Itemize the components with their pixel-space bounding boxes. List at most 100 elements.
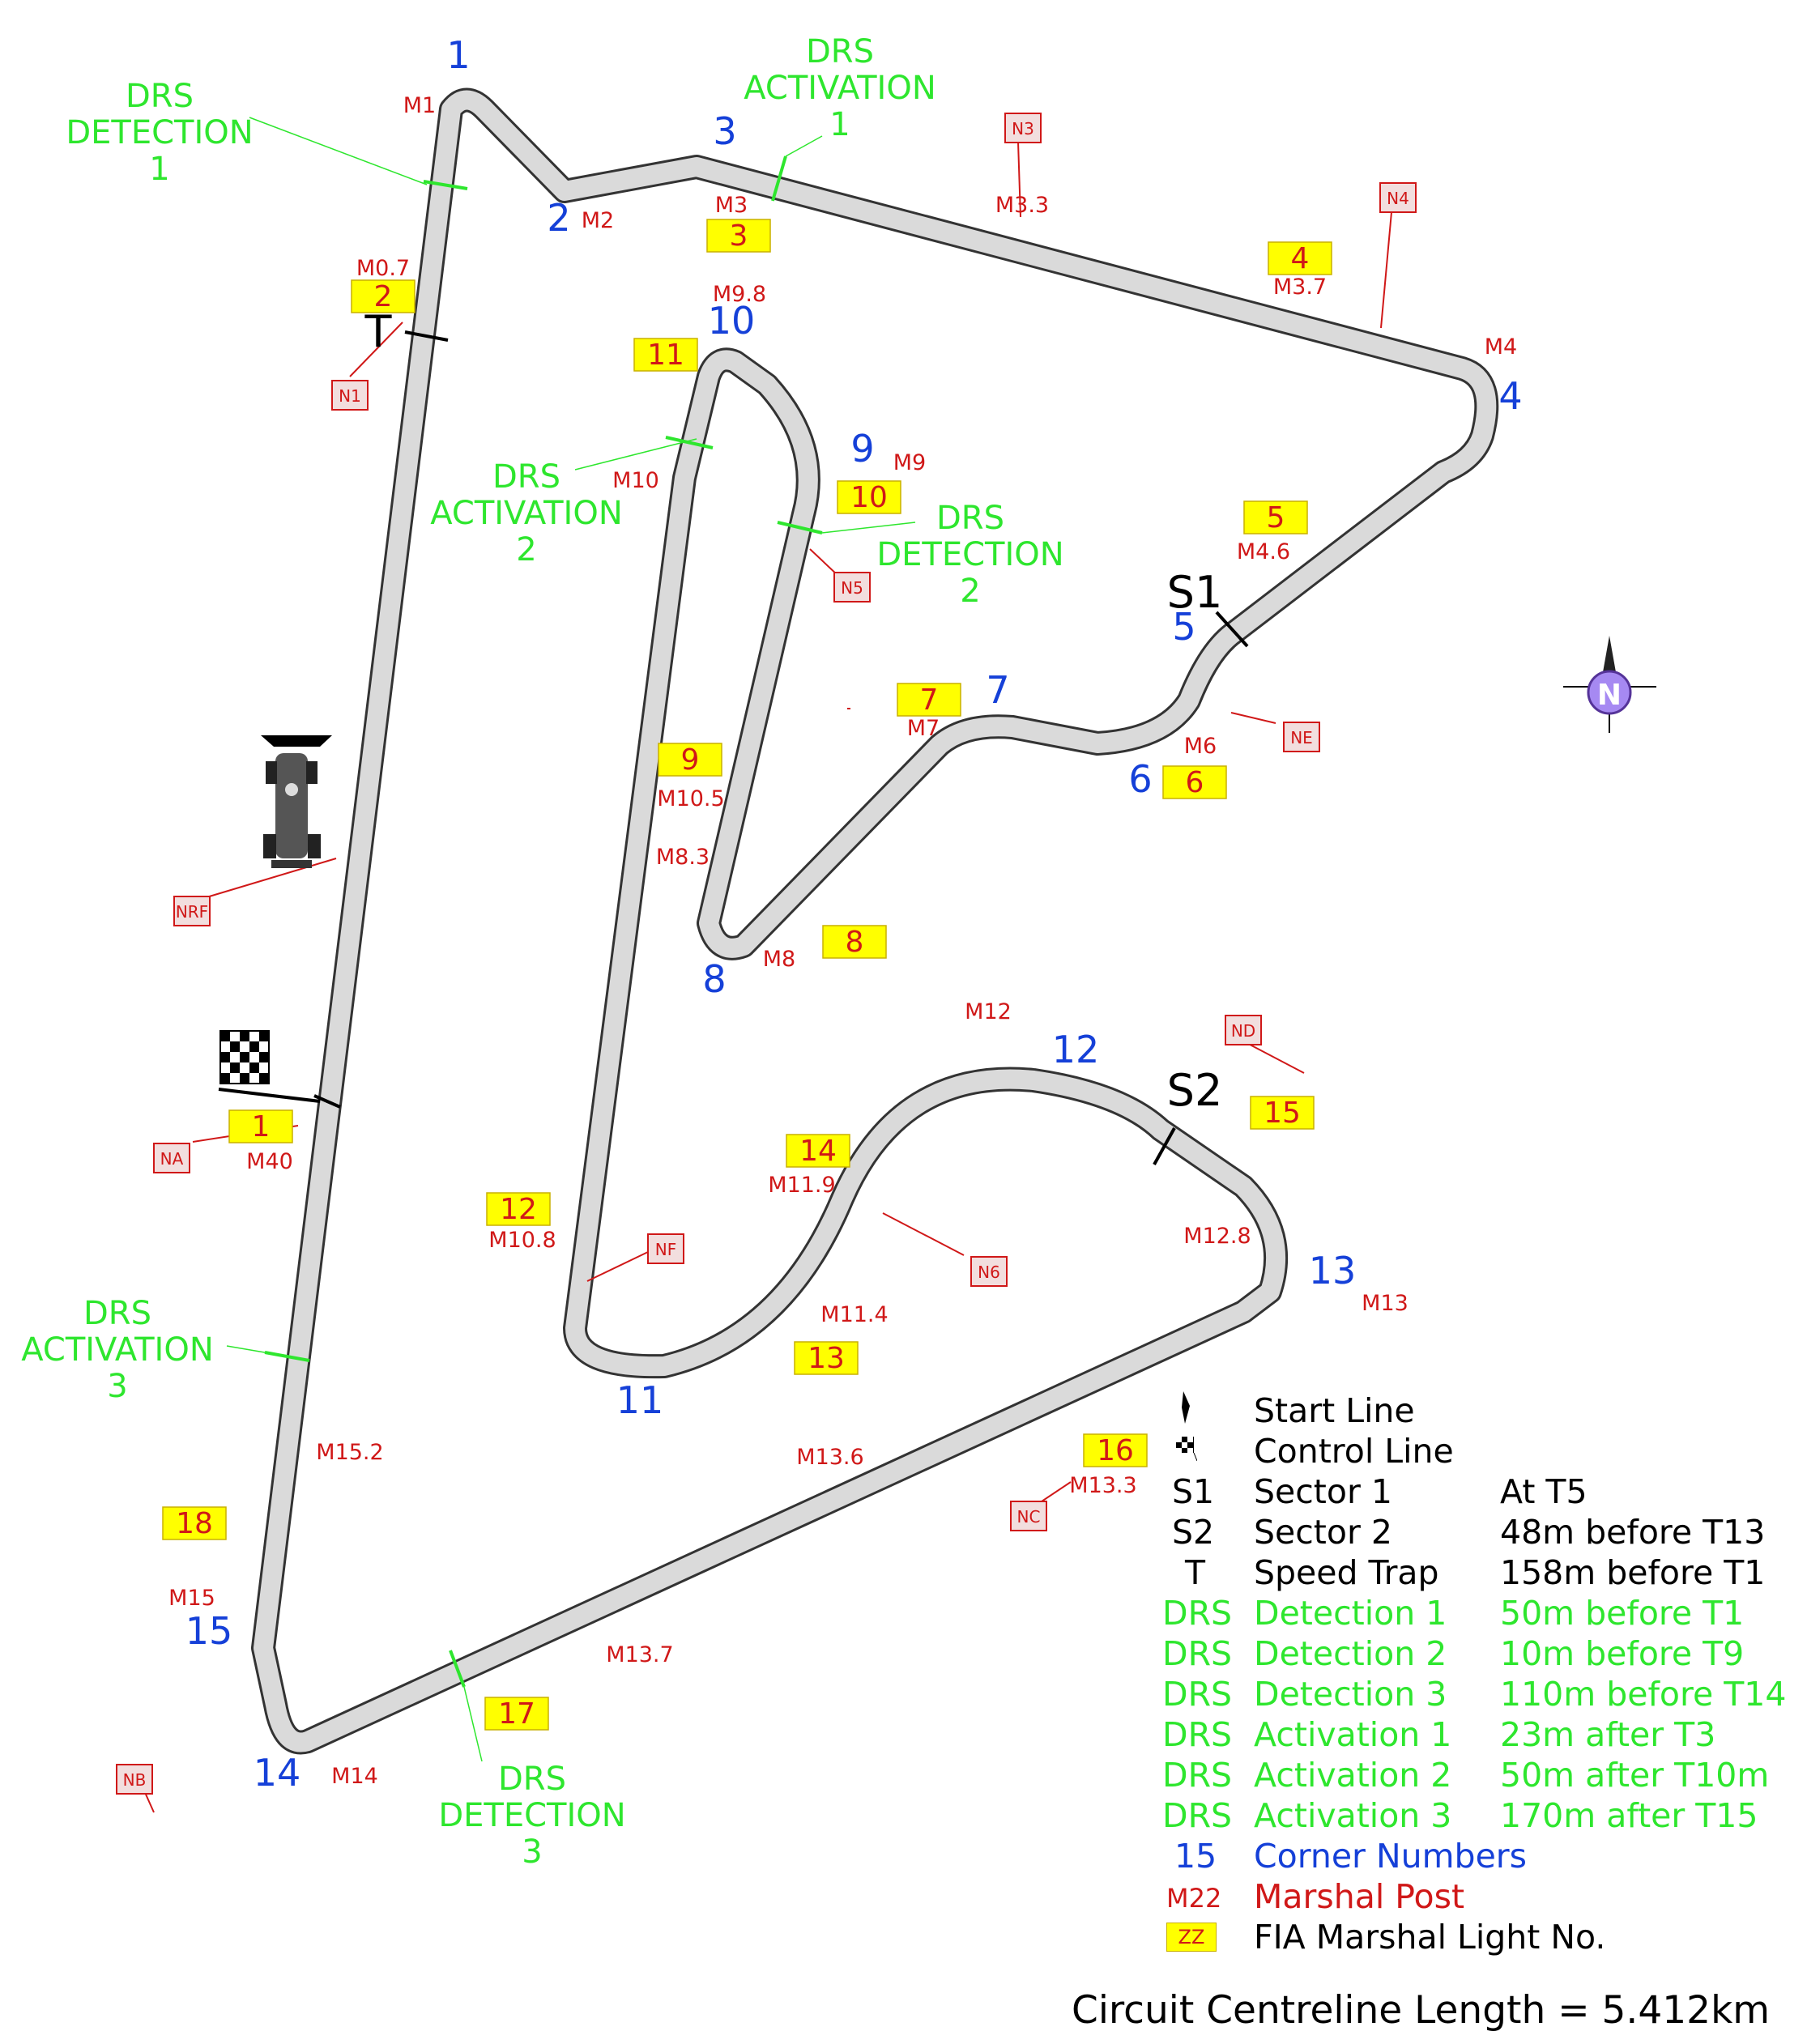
legend-a3-label: Activation 3: [1254, 1796, 1452, 1835]
control-line: [313, 1094, 341, 1109]
node-NRF: NRF: [176, 902, 208, 922]
legend-light-symbol: ZZ: [1166, 1923, 1217, 1952]
label-speed-trap: T: [364, 306, 393, 357]
node-box-NF: [647, 1233, 684, 1264]
drs-detection-2-line-1: DRS: [936, 500, 1004, 537]
legend-s2-label: Sector 2: [1254, 1513, 1392, 1552]
drs-detection-1-line-2: DETECTION: [66, 114, 253, 151]
legend-control-icon: [1176, 1429, 1198, 1462]
marshal-light-3: 3: [730, 219, 748, 253]
marshal-light-box-6: [1162, 765, 1227, 799]
marshal-post-M3.3: M3.3: [995, 193, 1049, 218]
marshal-light-box-7: [897, 683, 961, 717]
marshal-light-box-11: [633, 338, 698, 372]
marshal-post-M14: M14: [331, 1764, 378, 1789]
marshal-post-M9: M9: [893, 450, 926, 475]
corner-3: 3: [713, 109, 736, 153]
marshal-post-M4: M4: [1485, 334, 1517, 360]
marshal-light-9: 9: [681, 743, 700, 777]
compass-icon: N: [1563, 636, 1656, 733]
corner-14: 14: [254, 1751, 301, 1795]
marshal-post-M13.7: M13.7: [606, 1642, 673, 1667]
node-box-NRF: [173, 896, 211, 926]
drs-activation-3-line-2: ACTIVATION: [21, 1331, 214, 1369]
corner-11: 11: [616, 1378, 664, 1422]
node-NA: NA: [160, 1149, 184, 1169]
marshal-post-M8: M8: [763, 947, 795, 972]
drs-marks: [226, 117, 916, 1762]
legend-a1-value: 23m after T3: [1500, 1715, 1716, 1754]
compass-letter: N: [1597, 679, 1622, 712]
corner-10: 10: [708, 299, 756, 343]
node-NF: NF: [655, 1240, 676, 1259]
marshal-light-14: 14: [799, 1135, 837, 1168]
marshal-post-M12: M12: [965, 999, 1012, 1024]
marshal-light-8: 8: [846, 926, 864, 959]
marshal-post-M40: M40: [246, 1149, 293, 1174]
legend-d3-label: Detection 3: [1254, 1675, 1447, 1714]
marshal-light-box-4: [1268, 241, 1332, 275]
node-N5: N5: [841, 578, 863, 598]
drs-activation-3-line-1: DRS: [83, 1295, 151, 1332]
node-box-ND: [1225, 1015, 1262, 1045]
legend-corner-symbol: 15: [1174, 1837, 1217, 1876]
corner-2: 2: [547, 196, 570, 240]
legend-s2-symbol: S2: [1172, 1513, 1215, 1552]
legend-t-value: 158m before T1: [1500, 1553, 1766, 1592]
marshal-light-17: 17: [498, 1697, 535, 1731]
corner-8: 8: [702, 957, 726, 1001]
marshal-light-box-9: [658, 743, 722, 777]
legend-a3-value: 170m after T15: [1500, 1796, 1758, 1835]
node-NC: NC: [1017, 1507, 1041, 1527]
marshal-post-M15: M15: [168, 1586, 215, 1611]
marshal-light-16: 16: [1097, 1434, 1134, 1467]
node-box-N1: [331, 380, 369, 411]
node-N4: N4: [1387, 189, 1409, 208]
marshal-post-M7: M7: [907, 716, 940, 741]
label-s1: S1: [1167, 567, 1223, 618]
node-N3: N3: [1012, 119, 1034, 138]
node-NB: NB: [123, 1770, 147, 1790]
marshal-light-10: 10: [850, 481, 888, 514]
finish-flag-pole: [218, 1088, 321, 1103]
label-s2: S2: [1167, 1065, 1223, 1116]
marshal-post-M10.5: M10.5: [657, 786, 724, 811]
legend-start-label: Start Line: [1254, 1391, 1415, 1430]
marshal-light-4: 4: [1291, 242, 1310, 275]
drs-detection-3-line-1: DRS: [498, 1761, 566, 1798]
marshal-post-M1: M1: [403, 93, 436, 118]
drs-detection-2-line-3: 2: [960, 573, 980, 610]
marshal-light-18: 18: [176, 1507, 213, 1540]
drs-activation-1-line-1: DRS: [806, 33, 874, 70]
legend-a1-drs: DRS: [1162, 1715, 1233, 1754]
legend-a1-label: Activation 1: [1254, 1715, 1452, 1754]
marshal-post-M13.3: M13.3: [1069, 1473, 1136, 1498]
legend-a2-value: 50m after T10m: [1500, 1756, 1770, 1795]
corner-15: 15: [185, 1609, 233, 1653]
circuit-length: Circuit Centreline Length = 5.412km: [1072, 1988, 1771, 2033]
legend-d2-drs: DRS: [1162, 1634, 1233, 1673]
legend-a2-drs: DRS: [1162, 1756, 1233, 1795]
legend-corner-label: Corner Numbers: [1254, 1837, 1528, 1876]
marshal-light-box-1: [228, 1109, 293, 1143]
node-box-NC: [1010, 1501, 1047, 1531]
legend-a3-drs: DRS: [1162, 1796, 1233, 1835]
corner-9: 9: [850, 427, 874, 471]
drs-activation-2-line-2: ACTIVATION: [430, 495, 623, 532]
corner-13: 13: [1309, 1249, 1357, 1292]
marshal-light-11: 11: [647, 339, 684, 372]
legend-s2-value: 48m before T13: [1500, 1513, 1766, 1552]
node-box-N6: [970, 1256, 1008, 1287]
node-ND: ND: [1231, 1021, 1255, 1041]
marshal-post-M2: M2: [582, 208, 614, 233]
drs-detection-2-line-2: DETECTION: [876, 536, 1063, 573]
s2-line: [1153, 1127, 1176, 1165]
marshal-light-box-14: [786, 1134, 850, 1168]
legend-d3-drs: DRS: [1162, 1675, 1233, 1714]
node-N6: N6: [978, 1263, 1000, 1282]
drs-detection-1-line-3: 1: [149, 151, 169, 188]
drs-activation-2-line-3: 2: [516, 531, 536, 568]
marshal-post-M11.9: M11.9: [768, 1173, 835, 1198]
